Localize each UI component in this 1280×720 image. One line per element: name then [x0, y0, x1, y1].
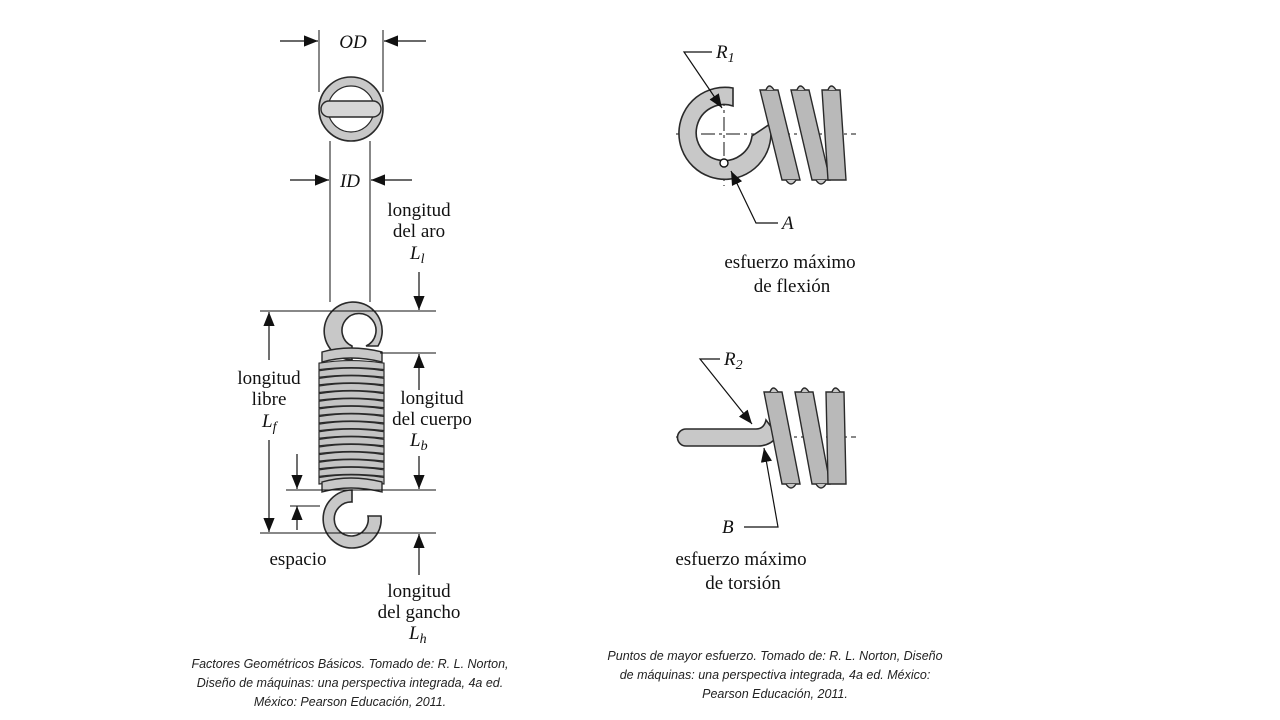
torsion-label-line1: esfuerzo máximo: [675, 549, 806, 570]
body-length-line1: longitud: [400, 388, 464, 409]
hook-length-symbol-sub: l: [421, 252, 425, 267]
r2-leader: [698, 358, 753, 425]
spring-coil: [318, 466, 385, 478]
a-leader: [730, 170, 778, 224]
body-length-symbol: Lb: [409, 430, 428, 454]
b-leader: [744, 447, 779, 528]
r1-label-main: R: [715, 42, 728, 63]
r2-label-main: R: [723, 349, 736, 370]
od-label: OD: [339, 32, 367, 53]
r1-label: R1: [715, 42, 735, 66]
r1-label-sub: 1: [728, 51, 735, 66]
extension-spring-figure: OD ID longitud del aro: [237, 30, 472, 647]
left-caption-line2: Diseño de máquinas: una perspectiva inte…: [196, 676, 504, 690]
hook-length-line1: longitud: [387, 200, 451, 221]
bending-stress-figure: R1 A esfuerzo máximo de flexión: [676, 42, 856, 297]
hook-length-symbol: Ll: [409, 243, 425, 267]
spring-coil: [318, 459, 385, 470]
id-label: ID: [339, 171, 360, 192]
spring-end-view: [318, 76, 384, 142]
r1-leader: [682, 51, 723, 109]
hook-height-symbol: Lh: [408, 623, 427, 647]
body-length-symbol-sub: b: [421, 439, 428, 454]
spring-coil: [318, 390, 385, 401]
spring-coil: [318, 413, 385, 424]
spring-coil: [318, 428, 385, 439]
torsion-stress-figure: R2 B esfuerzo máximo de torsión: [675, 349, 856, 594]
spring-coil: [318, 421, 385, 432]
hook-height-symbol-main: L: [408, 623, 420, 644]
hook-height-line1: longitud: [387, 581, 451, 602]
spring-coil: [318, 451, 385, 462]
right-caption-line2: de máquinas: una perspectiva integrada, …: [619, 668, 931, 682]
gap-label: espacio: [270, 549, 327, 570]
spring-coil: [318, 382, 385, 394]
a-label: A: [780, 213, 794, 234]
spring-side-view: [318, 301, 385, 549]
spring-coil: [318, 443, 385, 455]
spring-coil: [318, 405, 385, 417]
od-dimension: OD: [280, 30, 426, 92]
r2-label-sub: 2: [736, 358, 743, 373]
right-caption-line1: Puntos de mayor esfuerzo. Tomado de: R. …: [607, 649, 943, 663]
spring-coil: [318, 398, 385, 409]
free-length-line2: libre: [252, 389, 287, 410]
point-a-marker: [719, 158, 729, 168]
spring-coil: [318, 360, 385, 371]
left-caption-line3: México: Pearson Educación, 2011.: [253, 695, 447, 709]
spring-coil: [318, 367, 385, 378]
free-length-symbol-main: L: [261, 411, 273, 432]
free-length-symbol-sub: f: [273, 420, 279, 435]
r2-label: R2: [723, 349, 743, 373]
hook-length-line2: del aro: [393, 221, 445, 242]
hook-height-symbol-sub: h: [420, 632, 427, 647]
spring-body-coils: [318, 360, 385, 485]
bending-label-line2: de flexión: [754, 276, 831, 297]
right-caption-line3: Pearson Educación, 2011.: [702, 687, 848, 701]
torsion-label-line2: de torsión: [705, 573, 781, 594]
spring-coil: [318, 436, 385, 447]
spring-coil: [318, 375, 385, 386]
bending-label-line1: esfuerzo máximo: [724, 252, 855, 273]
hook-height-line2: del gancho: [378, 602, 461, 623]
hook-length-symbol-main: L: [409, 243, 421, 264]
right-figure-caption: Puntos de mayor esfuerzo. Tomado de: R. …: [590, 647, 960, 704]
body-length-symbol-main: L: [409, 430, 421, 451]
free-length-line1: longitud: [237, 368, 301, 389]
left-caption-line1: Factores Geométricos Básicos. Tomado de:…: [191, 657, 509, 671]
left-figure-caption: Factores Geométricos Básicos. Tomado de:…: [170, 655, 530, 712]
body-length-line2: del cuerpo: [392, 409, 472, 430]
b-label: B: [722, 517, 734, 538]
id-dimension: ID: [290, 141, 412, 302]
free-length-symbol: Lf: [261, 411, 279, 435]
